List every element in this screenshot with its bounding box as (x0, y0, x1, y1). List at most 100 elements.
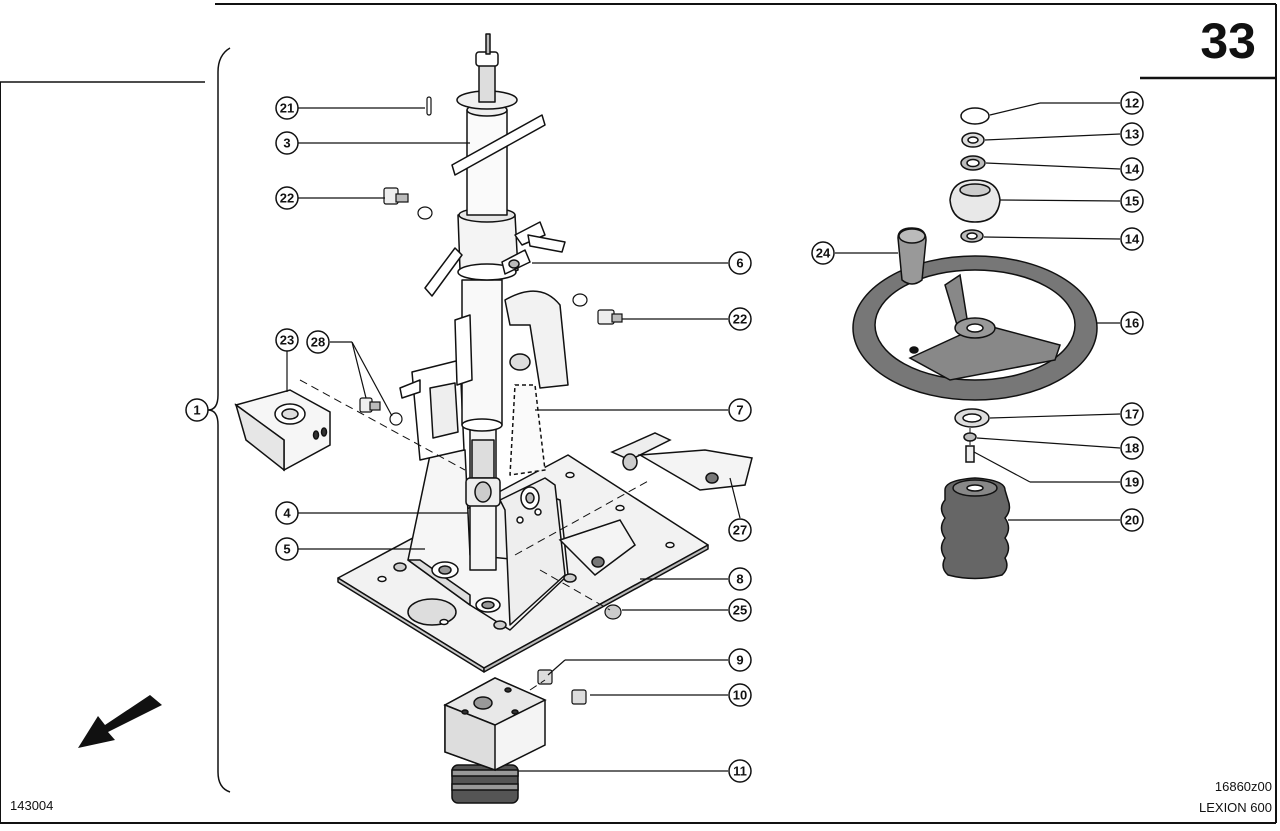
callout-circle (1120, 470, 1144, 494)
direction-arrow-icon (78, 695, 162, 748)
callout-18: 18 (1120, 436, 1144, 460)
callout-4: 4 (275, 501, 299, 525)
callout-16: 16 (1120, 311, 1144, 335)
callout-22: 22 (275, 186, 299, 210)
callout-label: 17 (1125, 407, 1139, 422)
callout-circle (275, 501, 299, 525)
drawing-code: 16860z00 (1214, 779, 1272, 794)
callout-3: 3 (275, 131, 299, 155)
callout-17: 17 (1120, 402, 1144, 426)
callout-label: 21 (280, 101, 294, 116)
callout-1: 1 (185, 398, 209, 422)
catalog-code: 143004 (10, 798, 54, 813)
callout-20: 20 (1120, 508, 1144, 532)
callout-5: 5 (275, 537, 299, 561)
callout-label: 7 (736, 403, 743, 418)
callout-25: 25 (728, 598, 752, 622)
callout-circle (1120, 189, 1144, 213)
callout-12: 12 (1120, 91, 1144, 115)
callout-6: 6 (728, 251, 752, 275)
callout-7: 7 (728, 398, 752, 422)
callout-label: 22 (280, 191, 294, 206)
callout-9: 9 (728, 648, 752, 672)
callout-15: 15 (1120, 189, 1144, 213)
callout-circle (1120, 436, 1144, 460)
callout-circle (728, 518, 752, 542)
callout-label: 10 (733, 688, 747, 703)
callout-circle (728, 683, 752, 707)
pedal-bracket (558, 432, 753, 576)
callout-circle (728, 759, 752, 783)
callout-label: 12 (1125, 96, 1139, 111)
callout-circle (1120, 311, 1144, 335)
callout-circle (275, 96, 299, 120)
steering-wheel-parts (852, 107, 1098, 580)
guard-plate (234, 389, 331, 472)
callout-circle (728, 251, 752, 275)
callout-label: 14 (1125, 162, 1140, 177)
page-frame (0, 3, 1277, 824)
callout-circle (1120, 508, 1144, 532)
callout-circle (1120, 227, 1144, 251)
callout-label: 15 (1125, 194, 1139, 209)
page-number: 33 (1200, 13, 1256, 69)
callout-27: 27 (728, 518, 752, 542)
callout-circle (728, 567, 752, 591)
callout-8: 8 (728, 567, 752, 591)
callout-14: 14 (1120, 227, 1144, 251)
callout-circle (275, 131, 299, 155)
assembly-bracket (207, 47, 231, 793)
callout-circle (1120, 402, 1144, 426)
callout-circle (728, 307, 752, 331)
callout-label: 6 (736, 256, 743, 271)
callout-21: 21 (275, 96, 299, 120)
callout-circle (811, 241, 835, 265)
steering-column (337, 33, 709, 673)
callout-label: 24 (816, 246, 831, 261)
callout-label: 16 (1125, 316, 1139, 331)
callout-13: 13 (1120, 122, 1144, 146)
callout-circle (728, 598, 752, 622)
callout-label: 25 (733, 603, 747, 618)
callout-circle (306, 330, 330, 354)
callout-circle (728, 398, 752, 422)
model-name: LEXION 600 (1199, 800, 1272, 815)
callout-22: 22 (728, 307, 752, 331)
callout-circle (1120, 91, 1144, 115)
callout-label: 23 (280, 333, 294, 348)
callout-circle (275, 537, 299, 561)
callout-label: 18 (1125, 441, 1139, 456)
callout-label: 22 (733, 312, 747, 327)
callout-label: 8 (736, 572, 743, 587)
callout-circle (275, 328, 299, 352)
callout-label: 13 (1125, 127, 1139, 142)
callout-11: 11 (728, 759, 752, 783)
callout-label: 28 (311, 335, 325, 350)
callout-label: 11 (733, 764, 747, 779)
callout-label: 19 (1125, 475, 1139, 490)
callout-circle (1120, 157, 1144, 181)
callout-10: 10 (728, 683, 752, 707)
callout-label: 20 (1125, 513, 1139, 528)
orbital-unit (443, 677, 547, 804)
callout-label: 3 (283, 136, 290, 151)
fasteners (359, 96, 623, 705)
callout-label: 5 (283, 542, 290, 557)
callout-23: 23 (275, 328, 299, 352)
callout-label: 14 (1125, 232, 1140, 247)
callout-circle (1120, 122, 1144, 146)
callout-circle (275, 186, 299, 210)
callout-circle (728, 648, 752, 672)
callout-14: 14 (1120, 157, 1144, 181)
callout-label: 27 (733, 523, 747, 538)
callout-label: 9 (736, 653, 743, 668)
callout-label: 1 (193, 403, 200, 418)
callout-24: 24 (811, 241, 835, 265)
callout-circle (185, 398, 209, 422)
callout-19: 19 (1120, 470, 1144, 494)
leader-lines (286, 102, 1121, 772)
callout-label: 4 (283, 506, 291, 521)
